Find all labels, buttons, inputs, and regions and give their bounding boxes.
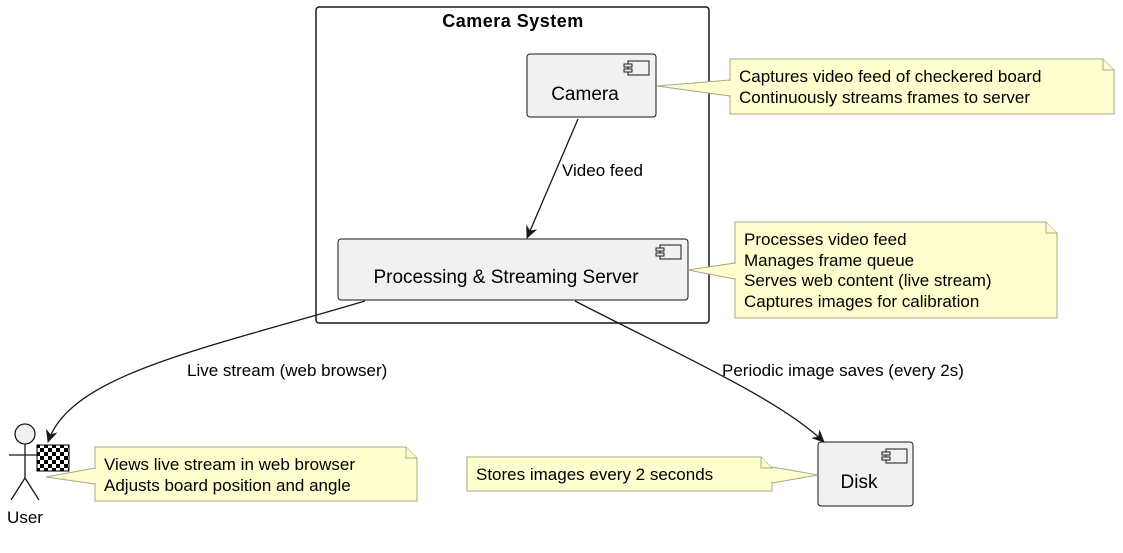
disk-label: Disk bbox=[841, 472, 878, 493]
note-user-line-1: Views live stream in web browser bbox=[104, 455, 355, 474]
edge-label-video-feed: Video feed bbox=[562, 161, 643, 180]
edge-server-to-disk: Periodic image saves (every 2s) bbox=[574, 300, 964, 443]
note-disk-line-1: Stores images every 2 seconds bbox=[476, 465, 713, 484]
checkered-board-icon bbox=[36, 444, 70, 472]
component-icon bbox=[881, 448, 908, 464]
note-camera-line-1: Captures video feed of checkered board bbox=[739, 67, 1041, 86]
edge-server-to-user: Live stream (web browser) bbox=[46, 300, 387, 443]
note-disk: Stores images every 2 seconds bbox=[466, 456, 819, 492]
edge-camera-to-server: Video feed bbox=[526, 118, 643, 239]
server-label: Processing & Streaming Server bbox=[373, 267, 639, 288]
note-camera: Captures video feed of checkered board C… bbox=[656, 58, 1115, 115]
camera-label: Camera bbox=[551, 84, 619, 105]
component-icon bbox=[623, 60, 650, 76]
component-icon bbox=[655, 244, 682, 260]
edge-label-live-stream: Live stream (web browser) bbox=[187, 361, 387, 380]
note-server-line-2: Manages frame queue bbox=[744, 251, 914, 270]
note-camera-line-2: Continuously streams frames to server bbox=[739, 88, 1030, 107]
package-title: Camera System bbox=[442, 11, 584, 31]
edge-label-periodic-saves: Periodic image saves (every 2s) bbox=[722, 361, 964, 380]
note-user-line-2: Adjusts board position and angle bbox=[104, 476, 351, 495]
note-user: Views live stream in web browser Adjusts… bbox=[45, 446, 418, 502]
user-label: User bbox=[7, 508, 43, 527]
note-server-line-1: Processes video feed bbox=[744, 230, 907, 249]
note-server-line-4: Captures images for calibration bbox=[744, 292, 979, 311]
camera-component[interactable]: Camera bbox=[526, 53, 657, 118]
user-actor[interactable]: User bbox=[7, 423, 70, 527]
note-server-line-3: Serves web content (live stream) bbox=[744, 271, 992, 290]
note-server: Processes video feed Manages frame queue… bbox=[687, 221, 1058, 319]
server-component[interactable]: Processing & Streaming Server bbox=[337, 238, 689, 301]
disk-component[interactable]: Disk bbox=[817, 441, 914, 507]
stick-figure-icon bbox=[9, 423, 41, 501]
